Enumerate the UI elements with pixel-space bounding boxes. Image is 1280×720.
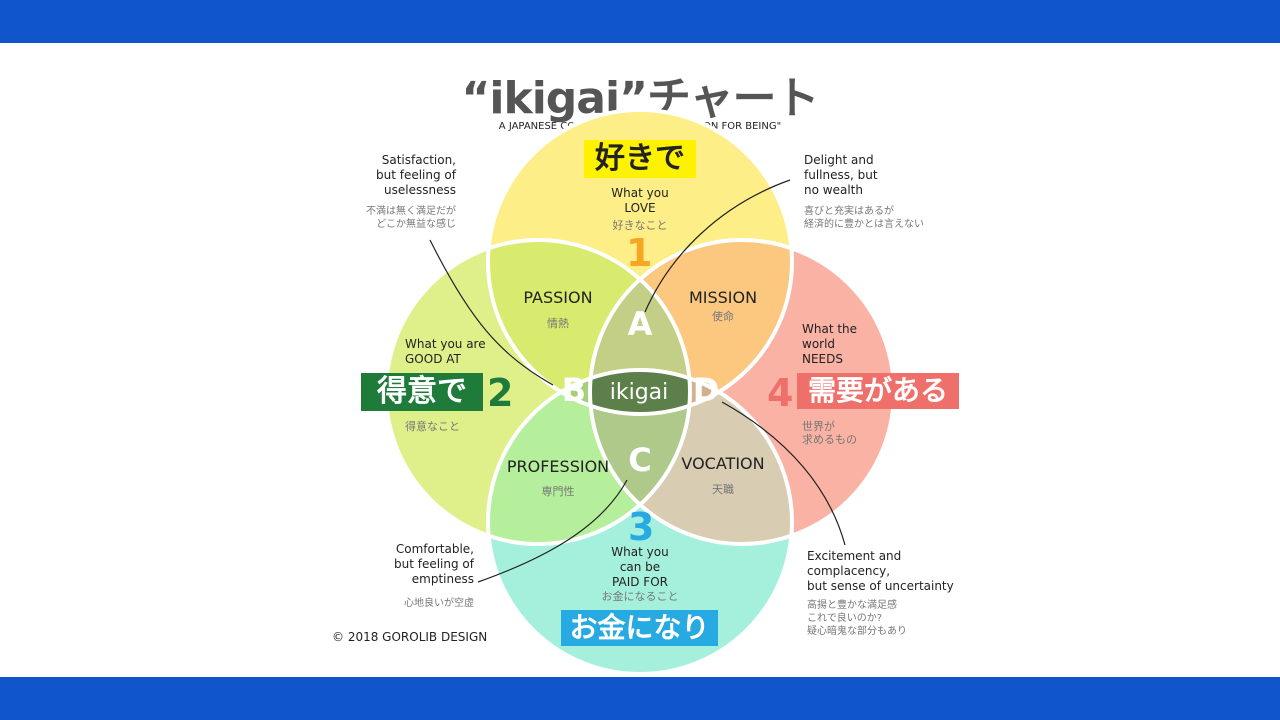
ikigai-center-label: ikigai [609, 380, 669, 405]
zone-passion-jp: 情熱 [547, 317, 569, 330]
paid-tag: お金になり [561, 610, 718, 646]
annotation-top-left-jp: 不満は無く満足だが どこか無益な感じ [366, 206, 456, 230]
number-good-at: 2 [487, 371, 514, 415]
leader-bottom-left [477, 479, 628, 583]
zone-vocation-label: VOCATION [681, 454, 765, 473]
good-at-tag: 得意で [361, 373, 483, 411]
annotation-top-left: Satisfaction, but feeling of uselessness [375, 153, 456, 197]
love-description: What you LOVE 好きなこと [611, 186, 669, 232]
zone-mission-jp: 使命 [712, 310, 734, 323]
zone-profession-label: PROFESSION [506, 457, 610, 476]
leader-top-left [429, 239, 554, 386]
number-needs: 4 [767, 371, 794, 415]
good-at-jp: 得意なこと [405, 420, 460, 433]
annotation-bottom-right: Excitement and complacency, but sense of… [807, 549, 954, 593]
number-love: 1 [626, 231, 653, 275]
paid-description: What you can be PAID FOR お金になること [601, 545, 679, 603]
number-paid: 3 [628, 505, 655, 549]
needs-jp: 世界が 求めるもの [802, 420, 857, 446]
zone-b-letter: B [561, 371, 587, 409]
zone-c-letter: C [628, 441, 652, 479]
top-banner [0, 0, 1280, 43]
bottom-banner [0, 677, 1280, 720]
annotation-top-right: Delight and fullness, but no wealth [804, 153, 878, 197]
leader-top-right [644, 179, 791, 313]
annotation-bottom-left-jp: 心地良いが空虚 [404, 598, 474, 609]
zone-profession-jp: 専門性 [541, 485, 575, 498]
love-tag: 好きで [584, 140, 696, 178]
zone-vocation-jp: 天職 [712, 483, 734, 496]
zone-a-letter: A [627, 305, 653, 343]
zone-d-letter: D [692, 371, 720, 409]
zone-mission-label: MISSION [688, 288, 758, 307]
good-at-description: What you are GOOD AT [405, 337, 486, 366]
needs-description: What the world NEEDS [802, 322, 858, 366]
copyright-text: © 2018 GOROLIB DESIGN [332, 630, 488, 644]
annotation-bottom-left: Comfortable, but feeling of emptiness [393, 542, 474, 586]
needs-tag: 需要がある [797, 373, 959, 409]
zone-passion-label: PASSION [523, 288, 593, 307]
annotation-bottom-right-jp: 高揚と豊かな満足感 これで良いのか? 疑心暗鬼な部分もあり [807, 600, 907, 637]
annotation-top-right-jp: 喜びと充実はあるが 経済的に豊かとは言えない [804, 206, 924, 230]
leader-bottom-right [721, 401, 846, 546]
